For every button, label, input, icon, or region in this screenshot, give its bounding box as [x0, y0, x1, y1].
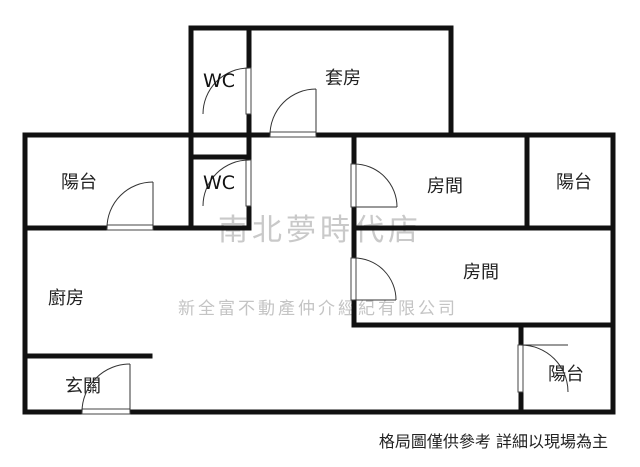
door-wc-top [202, 67, 252, 115]
room-label-bedroom-1: 房間 [427, 176, 463, 197]
room-label-wc-mid: WC [203, 172, 235, 194]
door-balcony-bottom [517, 344, 569, 393]
room-label-balcony-left: 陽台 [61, 172, 97, 193]
room-label-wc-top: WC [203, 70, 235, 92]
door-suite [269, 88, 317, 138]
doors [81, 67, 569, 415]
room-label-balcony-bottom: 陽台 [548, 364, 584, 385]
room-label-bedroom-2: 房間 [463, 262, 499, 283]
walls [22, 25, 616, 415]
door-wc-mid [202, 159, 252, 207]
disclaimer-text: 格局圖僅供參考 詳細以現場為主 [379, 432, 608, 451]
door-balcony-left [106, 181, 154, 231]
room-label-entrance: 玄關 [65, 376, 101, 397]
door-bedroom-2 [350, 257, 397, 301]
door-entrance [81, 363, 131, 415]
room-label-kitchen: 廚房 [48, 287, 84, 309]
room-label-balcony-right: 陽台 [556, 172, 592, 193]
room-label-suite: 套房 [325, 68, 361, 89]
watermark-company: 新全富不動產仲介經紀有限公司 [178, 299, 458, 319]
door-bedroom-1 [350, 163, 398, 208]
